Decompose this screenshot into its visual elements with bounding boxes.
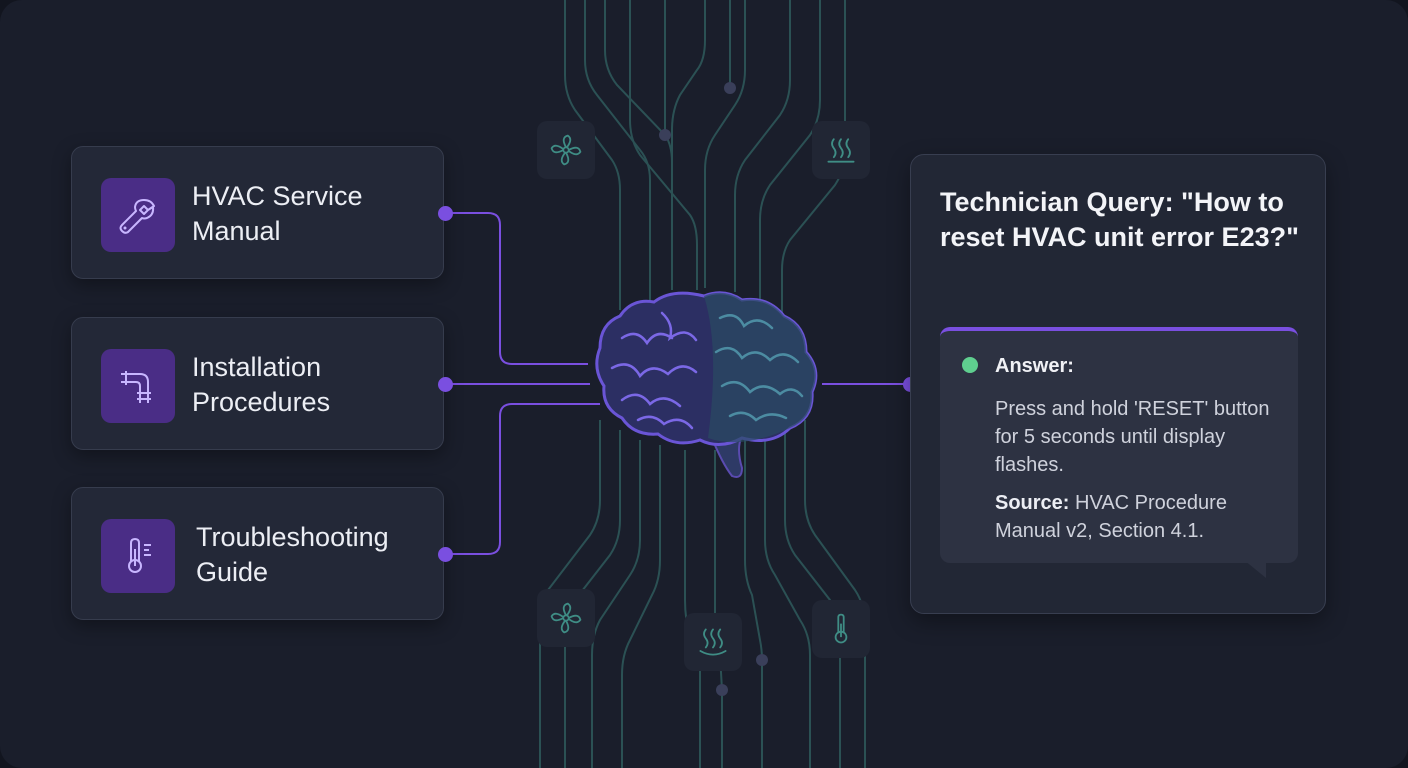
- answer-body: Press and hold 'RESET' button for 5 seco…: [995, 398, 1270, 476]
- answer-heading: Answer:: [995, 355, 1074, 377]
- technician-query: Technician Query: "How to reset HVAC uni…: [940, 187, 1299, 252]
- fan-icon: [537, 121, 595, 179]
- connector-node: [438, 206, 453, 221]
- source-label: Installation Procedures: [192, 352, 331, 417]
- source-label: Source:: [995, 492, 1070, 514]
- source-label: Troubleshooting Guide: [196, 522, 389, 587]
- answer-panel: Technician Query: "How to reset HVAC uni…: [910, 154, 1326, 614]
- thermometer-icon: [101, 519, 175, 593]
- answer-bubble: Answer: Press and hold 'RESET' button fo…: [940, 327, 1298, 563]
- source-card-troubleshooting-guide[interactable]: Troubleshooting Guide: [71, 487, 444, 620]
- pipe-icon: [101, 349, 175, 423]
- fan-icon: [537, 589, 595, 647]
- connector-node: [438, 377, 453, 392]
- heat-waves-icon: [812, 121, 870, 179]
- heat-waves-icon: [684, 613, 742, 671]
- connector-node: [438, 547, 453, 562]
- thermometer-icon: [812, 600, 870, 658]
- status-dot: [962, 357, 978, 373]
- answer-source: Source: HVAC Procedure Manual v2, Sectio…: [995, 489, 1290, 545]
- brain-icon: [595, 291, 818, 478]
- source-card-installation-procedures[interactable]: Installation Procedures: [71, 317, 444, 450]
- source-label: HVAC Service Manual: [192, 181, 363, 246]
- source-text: HVAC Procedure Manual v2, Section 4.1.: [995, 492, 1227, 542]
- bubble-tail: [1244, 560, 1266, 578]
- source-card-hvac-service-manual[interactable]: HVAC Service Manual: [71, 146, 444, 279]
- wrench-icon: [101, 178, 175, 252]
